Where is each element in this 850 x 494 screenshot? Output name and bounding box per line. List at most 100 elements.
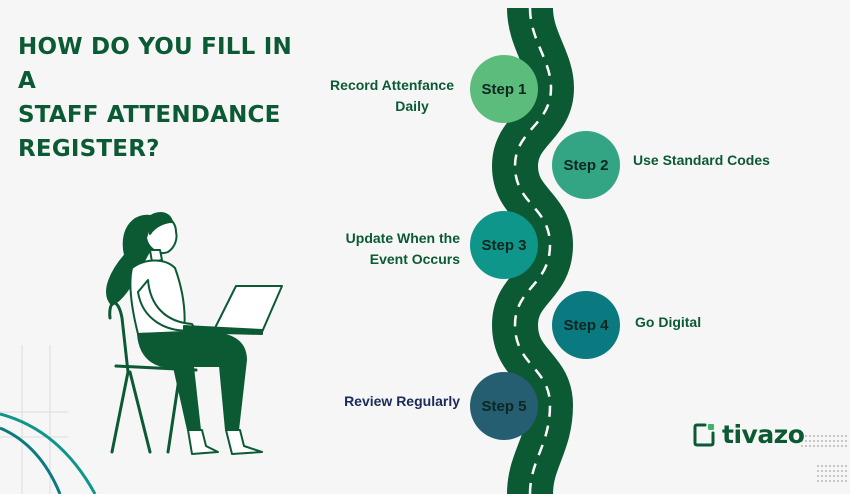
step-5-badge: Step 5 — [481, 398, 526, 415]
dot — [833, 470, 835, 472]
dot — [825, 465, 827, 467]
dot — [801, 445, 803, 447]
woman-laptop-illustration — [106, 212, 283, 455]
dot — [821, 465, 823, 467]
dot — [813, 445, 815, 447]
dot — [837, 475, 839, 477]
decorative-dot-grid — [801, 435, 847, 482]
dot — [809, 440, 811, 442]
dot — [813, 440, 815, 442]
dot — [825, 475, 827, 477]
dot — [821, 440, 823, 442]
dot — [809, 445, 811, 447]
step-5-circle: Step 5 — [470, 372, 538, 440]
dot — [837, 470, 839, 472]
dot — [829, 445, 831, 447]
step-2-circle: Step 2 — [552, 131, 620, 199]
dot — [817, 480, 819, 482]
step-1-label: Record Attenfance Daily — [330, 75, 454, 117]
dot — [841, 480, 843, 482]
step-3-badge-bg — [470, 211, 538, 279]
dot — [809, 435, 811, 437]
dot — [829, 470, 831, 472]
dot — [833, 475, 835, 477]
dot — [825, 480, 827, 482]
dot — [837, 480, 839, 482]
decorative-arcs — [0, 412, 97, 494]
dot — [845, 470, 847, 472]
dot — [841, 440, 843, 442]
dot — [825, 440, 827, 442]
dot — [837, 465, 839, 467]
title-line-1: HOW DO YOU FILL IN A — [18, 34, 292, 94]
dot — [813, 435, 815, 437]
step-3-badge: Step 3 — [481, 237, 526, 254]
dot — [817, 440, 819, 442]
step-5-badge-bg — [470, 372, 538, 440]
dot — [845, 435, 847, 437]
dot — [841, 465, 843, 467]
dot — [829, 435, 831, 437]
step-2-badge: Step 2 — [563, 157, 608, 174]
dot — [817, 445, 819, 447]
step-4-badge-bg — [552, 291, 620, 359]
step-2-badge-bg — [552, 131, 620, 199]
dot — [833, 445, 835, 447]
step-1-circle: Step 1 — [470, 55, 538, 123]
dot — [845, 440, 847, 442]
dot — [837, 440, 839, 442]
dot — [837, 445, 839, 447]
dot — [833, 480, 835, 482]
winding-road — [491, 6, 575, 494]
dot — [845, 445, 847, 447]
dot — [833, 435, 835, 437]
dot — [841, 435, 843, 437]
dot — [817, 470, 819, 472]
dot — [833, 465, 835, 467]
logo-text: tivazo — [722, 420, 805, 449]
title-line-3: REGISTER? — [18, 136, 160, 162]
dot — [829, 440, 831, 442]
dot — [825, 470, 827, 472]
dot — [805, 440, 807, 442]
dot — [821, 470, 823, 472]
step-2-label-line-1: Use Standard Codes — [633, 152, 770, 168]
dot — [829, 480, 831, 482]
step-1-badge: Step 1 — [481, 81, 526, 98]
dot — [845, 465, 847, 467]
dot — [841, 445, 843, 447]
dot — [829, 465, 831, 467]
step-3-circle: Step 3 — [470, 211, 538, 279]
step-3-label-line-2: Event Occurs — [369, 251, 460, 267]
dot — [805, 435, 807, 437]
dot — [801, 435, 803, 437]
dot — [845, 480, 847, 482]
dot — [825, 445, 827, 447]
step-4-label-line-1: Go Digital — [635, 314, 702, 330]
dot — [817, 465, 819, 467]
dot — [833, 440, 835, 442]
step-4-badge: Step 4 — [563, 317, 609, 334]
step-1-badge-bg — [470, 55, 538, 123]
title-line-2: STAFF ATTENDANCE — [18, 102, 281, 128]
step-4-label: Go Digital — [635, 312, 701, 333]
dot — [825, 435, 827, 437]
dot — [829, 475, 831, 477]
decorative-grid — [0, 345, 68, 494]
dot — [817, 435, 819, 437]
step-4-circle: Step 4 — [552, 291, 620, 359]
dot — [805, 445, 807, 447]
step-3-label: Update When the Event Occurs — [346, 228, 460, 270]
step-1-label-line-2: Daily — [395, 98, 429, 114]
step-5-label-line-1: Review Regularly — [344, 393, 460, 409]
step-3-label-line-1: Update When the — [345, 230, 460, 246]
step-5-label: Review Regularly — [344, 391, 460, 412]
tivazo-logo: tivazo — [693, 420, 805, 449]
dot — [821, 445, 823, 447]
dot — [817, 475, 819, 477]
step-2-label: Use Standard Codes — [633, 150, 770, 171]
dot — [801, 440, 803, 442]
page-title: HOW DO YOU FILL IN A STAFF ATTENDANCE RE… — [18, 30, 318, 166]
dot — [821, 480, 823, 482]
